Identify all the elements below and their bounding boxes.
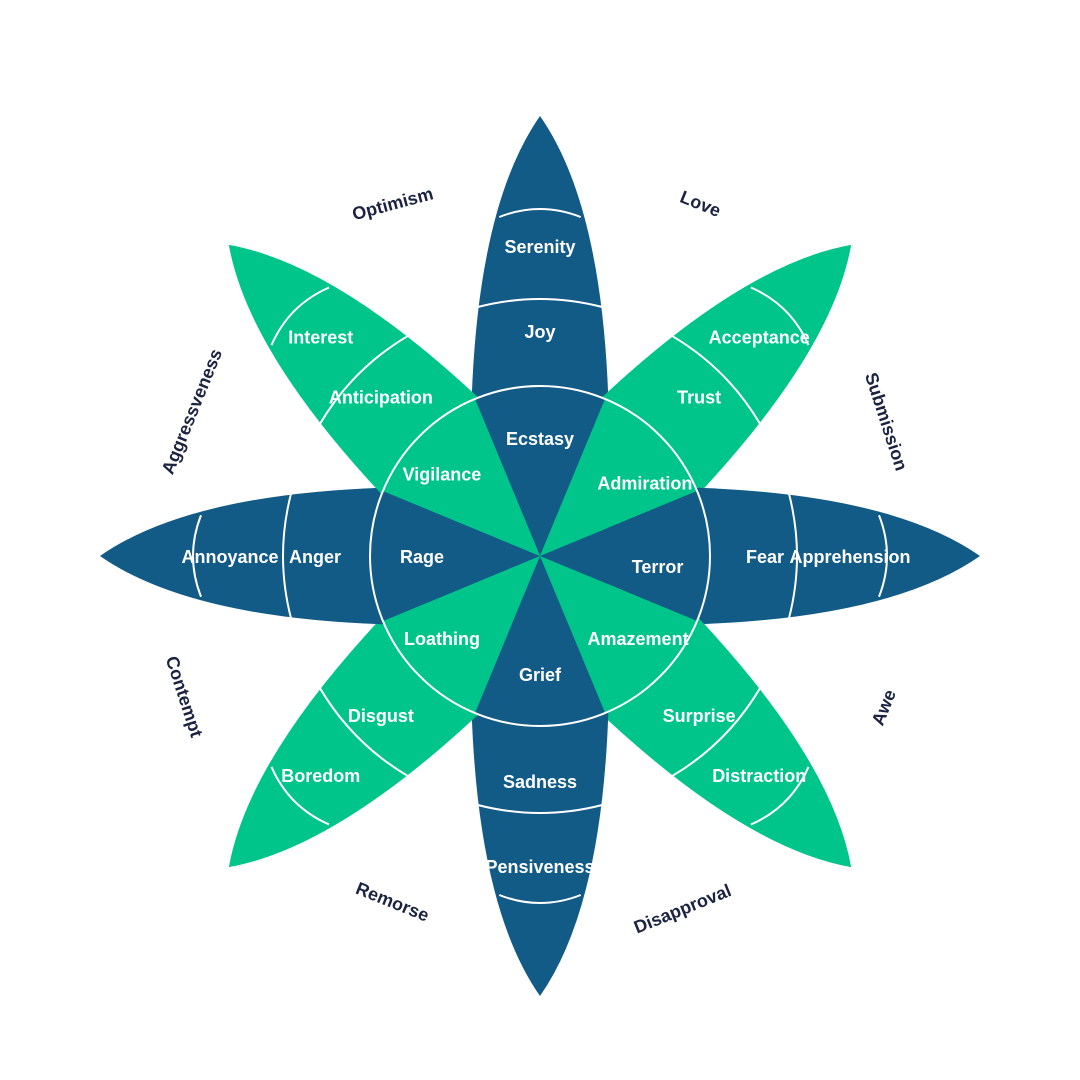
outer-label-left: Annoyance [181,547,278,567]
petal-down-left-divider-1 [319,687,409,777]
core-wedge-down-left [382,556,540,714]
petal-up-divider-1 [477,298,603,308]
outer-label-down-right: Distraction [712,766,806,786]
petal-left-divider-1 [282,493,292,619]
core-label-up-left: Vigilance [403,464,482,484]
dyad-label-2: Submission [861,370,912,473]
petal-down-divider-2 [498,894,582,904]
core-label-right: Terror [632,557,684,577]
middle-label-up: Joy [524,322,555,342]
core-wedge-up [474,386,606,556]
middle-label-right: Fear [746,547,784,567]
petal-up-divider-2 [498,208,582,218]
middle-label-down: Sadness [503,772,577,792]
middle-label-up-right: Trust [677,388,721,408]
core-wedge-right [540,490,710,622]
core-wedge-up-left [382,398,540,556]
dyad-label-8: Optimism [350,183,435,224]
core-label-up-right: Admiration [597,473,692,493]
outer-label-up: Serenity [504,237,575,257]
middle-label-down-left: Disgust [348,706,414,726]
petal-right-divider-2 [878,514,888,598]
petal-down-right-divider-2 [750,766,810,826]
core-label-down-right: Amazement [588,629,689,649]
outer-label-down: Pensiveness [485,857,594,877]
core-wedge-left [370,490,540,622]
petal-up-right-divider-1 [671,335,761,425]
core-circle-outline [369,385,711,727]
middle-label-down-right: Surprise [663,706,736,726]
middle-label-up-left: Anticipation [329,388,433,408]
dyad-label-6: Contempt [162,654,207,740]
petal-down-right-divider-1 [671,687,761,777]
outer-label-up-left: Interest [288,328,353,348]
dyad-label-5: Remorse [353,878,432,925]
outer-label-up-right: Acceptance [709,328,810,348]
petal-dividers-layer [192,208,888,904]
petal-left-divider-2 [192,514,202,598]
core-label-up: Ecstasy [506,429,574,449]
petal-down-left-divider-2 [270,766,330,826]
dyad-label-4: Disapproval [631,880,734,937]
petal-up-right-divider-2 [750,286,810,346]
core-circle-layer [369,385,711,727]
petal-up-left-divider-2 [270,286,330,346]
outer-label-right: Apprehension [789,547,910,567]
dyad-label-7: Aggressveness [158,346,226,477]
core-wedge-up-right [540,398,698,556]
outer-label-down-left: Boredom [281,766,360,786]
dyad-label-3: Awe [868,687,900,729]
core-label-down-left: Loathing [404,629,480,649]
middle-label-left: Anger [289,547,341,567]
dyad-label-1: Love [677,187,723,221]
core-wedge-down [474,556,606,726]
petal-up-left-divider-1 [319,335,409,425]
core-label-down: Grief [519,665,562,685]
core-wedge-down-right [540,556,698,714]
core-label-left: Rage [400,547,444,567]
petal-right-divider-1 [788,493,798,619]
petal-down-divider-1 [477,804,603,814]
